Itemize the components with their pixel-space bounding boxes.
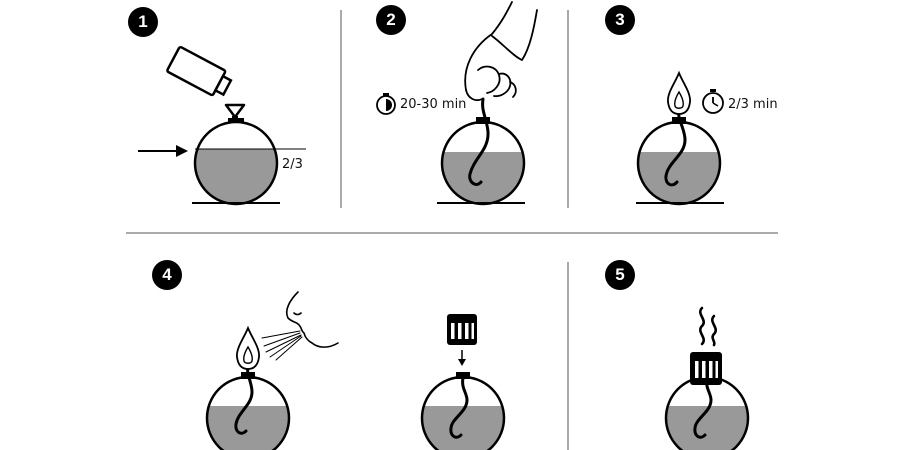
fill-level-label: 2/3 bbox=[282, 157, 303, 172]
down-arrow bbox=[458, 350, 466, 366]
breath-lines bbox=[261, 330, 303, 361]
step-4-drawing bbox=[205, 291, 506, 450]
lamp-4b bbox=[420, 372, 506, 450]
step-2-number: 2 bbox=[376, 5, 406, 35]
step-1-drawing bbox=[138, 45, 306, 206]
snuffer-cap-icon-2 bbox=[690, 352, 722, 385]
flame-icon-2 bbox=[236, 325, 260, 370]
panel-dividers bbox=[126, 10, 778, 450]
lamp-4a bbox=[205, 363, 291, 450]
blowing-face-icon bbox=[285, 291, 339, 348]
lamp-3 bbox=[636, 108, 724, 206]
stopwatch-icon bbox=[376, 93, 396, 115]
burn-time-label: 2/3 min bbox=[728, 97, 778, 112]
step-2-drawing bbox=[376, 1, 538, 206]
step-3-drawing bbox=[636, 70, 724, 206]
stopwatch-icon-2 bbox=[702, 89, 724, 114]
lamp-5 bbox=[664, 375, 750, 450]
step-3-number: 3 bbox=[605, 5, 635, 35]
step-1-number: 1 bbox=[128, 7, 158, 37]
flame-icon bbox=[667, 70, 691, 115]
lamp-2 bbox=[437, 97, 526, 206]
step-5-number: 5 bbox=[605, 260, 635, 290]
snuffer-cap-icon bbox=[447, 314, 477, 345]
funnel-icon bbox=[224, 103, 246, 123]
hand-icon bbox=[464, 1, 538, 102]
oil-bottle-icon bbox=[166, 45, 233, 97]
smoke-icon bbox=[699, 306, 717, 347]
step-5-drawing bbox=[664, 306, 750, 450]
lamp-1 bbox=[192, 120, 306, 206]
pointer-arrow bbox=[138, 145, 188, 157]
step-4-number: 4 bbox=[152, 260, 182, 290]
soak-time-label: 20-30 min bbox=[400, 97, 467, 112]
